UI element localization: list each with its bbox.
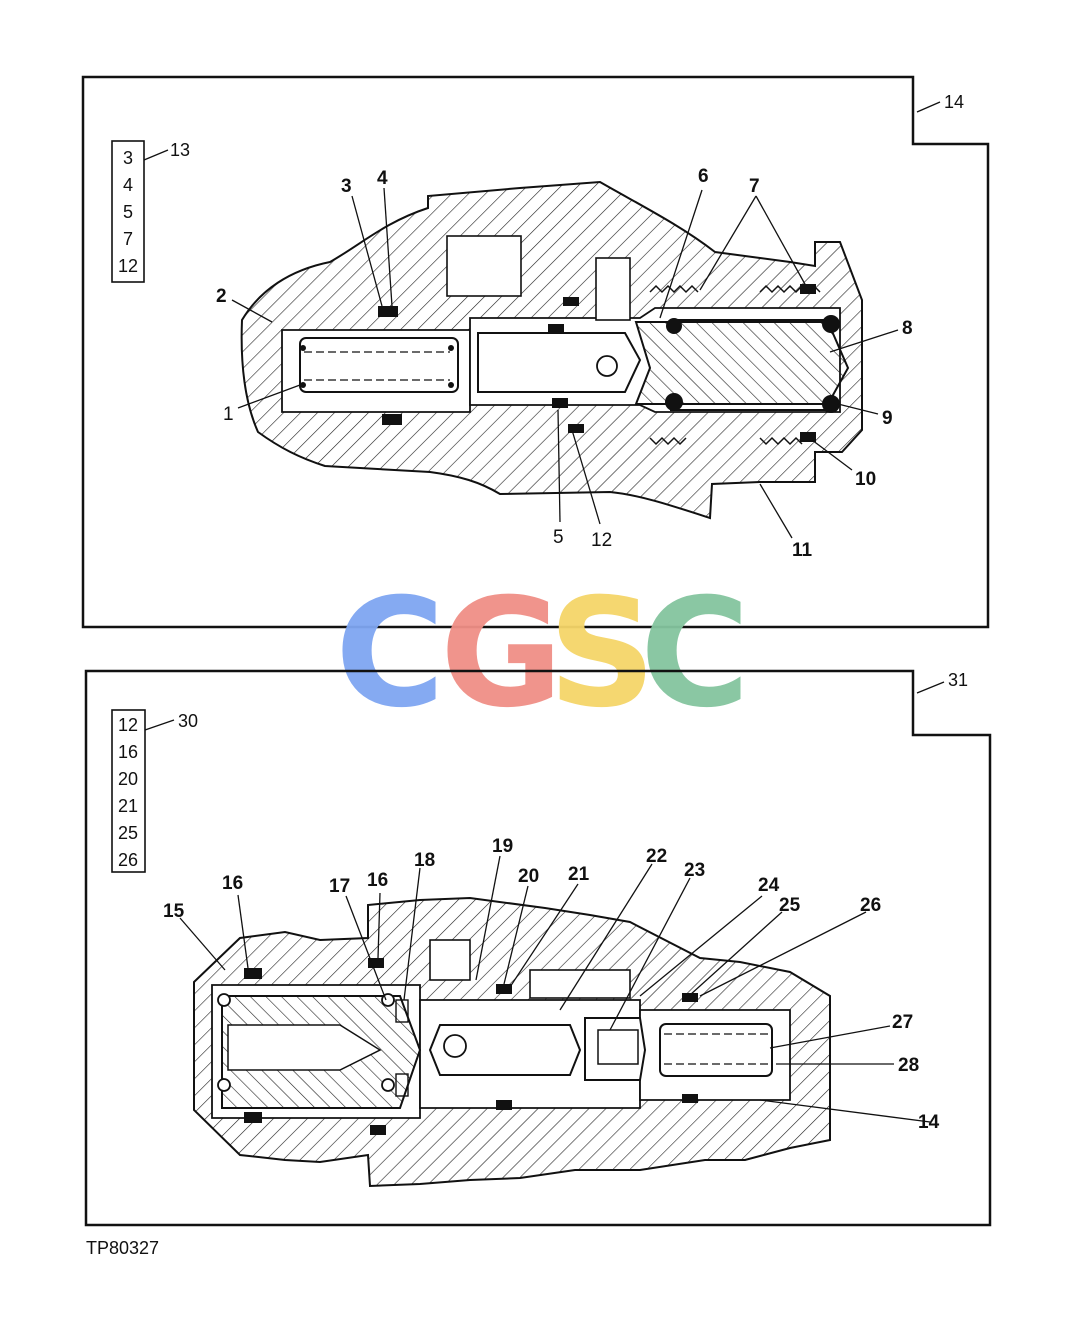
bottom-callout: 17 — [329, 876, 350, 897]
top-leader-lines — [231, 187, 899, 539]
bottom-callout: 18 — [414, 850, 435, 871]
bottom-callout: 24 — [758, 875, 780, 896]
bottom-callout: 16 — [367, 870, 388, 891]
bottom-kit-item: 16 — [118, 742, 138, 762]
top-frame-callout: 14 — [944, 92, 964, 112]
bottom-callout: 14 — [918, 1112, 940, 1133]
top-callout: 9 — [882, 408, 893, 429]
bottom-panel: 12 16 20 21 25 26 30 31 — [84, 669, 992, 1227]
bottom-callout: 27 — [892, 1012, 913, 1033]
top-callout: 8 — [902, 318, 913, 339]
top-kit-item: 5 — [123, 202, 133, 222]
top-panel: 3 4 5 7 12 13 14 — [81, 75, 990, 629]
bottom-leader-lines — [179, 855, 931, 1123]
top-callout: 5 — [553, 527, 564, 548]
top-callout: 2 — [216, 286, 227, 307]
top-callout: 3 — [341, 176, 352, 197]
watermark-letter: S — [548, 567, 656, 741]
top-valve-section — [240, 180, 863, 520]
bottom-callout: 19 — [492, 836, 513, 857]
top-kit-box — [111, 140, 145, 283]
bottom-callout: 23 — [684, 860, 705, 881]
top-callout: 7 — [749, 176, 760, 197]
top-panel-frame — [81, 75, 990, 629]
bottom-kit-box — [111, 709, 146, 873]
top-kit-item: 7 — [123, 229, 133, 249]
bottom-callout: 15 — [163, 901, 185, 922]
watermark-letter: C — [640, 567, 750, 741]
bottom-kit-item: 25 — [118, 823, 138, 843]
top-callout: 12 — [591, 530, 612, 551]
bottom-kit-item: 21 — [118, 796, 138, 816]
bottom-callout: 25 — [779, 895, 801, 916]
top-kit-item: 12 — [118, 256, 138, 276]
bottom-callout: 22 — [646, 846, 667, 867]
top-callout: 10 — [855, 469, 876, 490]
top-callout: 6 — [698, 166, 709, 187]
top-callout: 1 — [223, 404, 234, 425]
bottom-callout: 16 — [222, 873, 243, 894]
figure-code: TP80327 — [86, 1238, 159, 1258]
bottom-kit-item: 26 — [118, 850, 138, 870]
top-callout: 4 — [377, 168, 388, 189]
top-kit-callout: 13 — [170, 140, 190, 160]
bottom-callout: 28 — [898, 1055, 919, 1076]
bottom-frame-callout: 31 — [948, 670, 968, 690]
bottom-kit-item: 20 — [118, 769, 138, 789]
bottom-callout: 20 — [518, 866, 539, 887]
bottom-panel-frame — [84, 669, 992, 1227]
bottom-valve-section — [193, 896, 831, 1188]
top-callout: 11 — [792, 540, 813, 561]
bottom-callout: 26 — [860, 895, 881, 916]
watermark-letter: C — [335, 567, 445, 741]
top-kit-item: 3 — [123, 148, 133, 168]
bottom-kit-item: 12 — [118, 715, 138, 735]
bottom-kit-callout: 30 — [178, 711, 198, 731]
top-kit-item: 4 — [123, 175, 133, 195]
watermark-letter: G — [440, 567, 563, 741]
bottom-callout: 21 — [568, 864, 590, 885]
watermark: C G S C — [335, 567, 750, 741]
